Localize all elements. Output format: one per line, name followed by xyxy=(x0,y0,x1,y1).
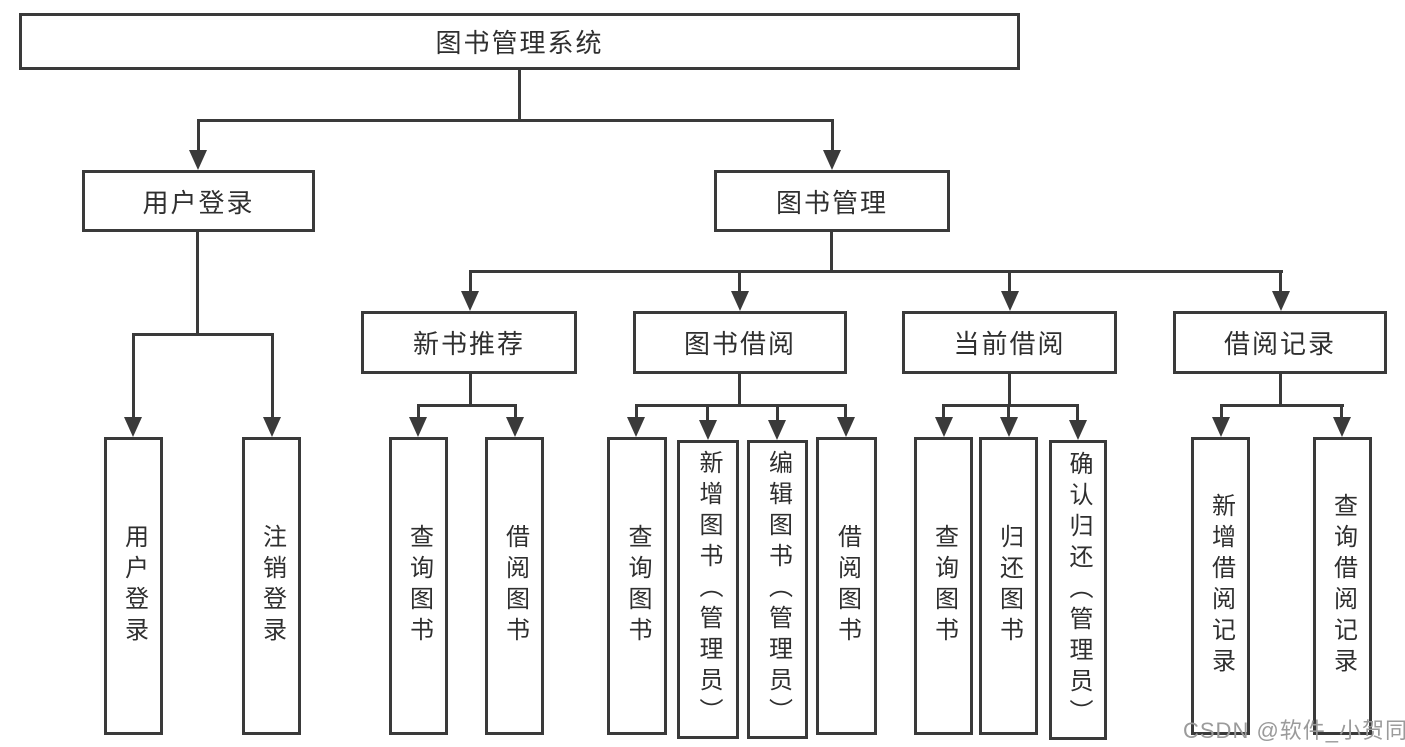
leaf-add-book-admin-label: 新增图书（管理员） xyxy=(695,450,722,729)
leaf-edit-book-admin-label: 编辑图书（管理员） xyxy=(764,450,792,729)
node-borrow-records: 借阅记录 xyxy=(1173,311,1387,374)
connector-drop-leaf xyxy=(514,404,517,419)
connector-drop-leaf xyxy=(417,404,420,419)
connector-user-login-stem xyxy=(196,232,199,335)
leaf-add-borrow-record: 新增借阅记录 xyxy=(1191,437,1250,735)
connector-borrow-records-rail xyxy=(1220,404,1344,407)
csdn-watermark: CSDN @软件_小贺同学 xyxy=(1183,718,1405,743)
connector-book-management-rail xyxy=(469,270,1283,273)
connector-drop-leaf-user-login xyxy=(132,333,135,419)
arrow-down-icon xyxy=(731,291,749,311)
connector-drop-leaf xyxy=(844,404,847,419)
connector-drop-book-borrow xyxy=(738,270,741,294)
arrow-down-icon xyxy=(1001,291,1019,311)
arrow-down-icon xyxy=(935,417,953,437)
connector-drop-leaf xyxy=(1076,404,1079,422)
connector-new-book-recommend-stem xyxy=(469,374,472,407)
leaf-confirm-return-admin-label: 确认归还（管理员） xyxy=(1065,450,1092,730)
leaf-edit-book-admin: 编辑图书（管理员） xyxy=(747,440,808,739)
arrow-down-icon xyxy=(1069,420,1087,440)
connector-drop-leaf xyxy=(635,404,638,419)
node-book-borrow: 图书借阅 xyxy=(633,311,847,374)
leaf-borrow-book-1-label: 借阅图书 xyxy=(501,524,529,648)
connector-root-rail xyxy=(197,119,834,122)
arrow-down-icon xyxy=(124,417,142,437)
leaf-query-book-3: 查询图书 xyxy=(914,437,973,735)
leaf-query-book-2: 查询图书 xyxy=(607,437,667,735)
arrow-down-icon xyxy=(263,417,281,437)
node-book-management: 图书管理 xyxy=(714,170,950,232)
leaf-query-book-3-label: 查询图书 xyxy=(930,524,958,648)
connector-current-borrow-rail xyxy=(942,404,1079,407)
leaf-logout-login: 注销登录 xyxy=(242,437,301,735)
connector-drop-leaf xyxy=(1340,404,1343,419)
connector-current-borrow-stem xyxy=(1008,374,1011,407)
connector-book-borrow-rail xyxy=(635,404,847,407)
leaf-borrow-book-2-label: 借阅图书 xyxy=(833,524,861,648)
connector-user-login-rail xyxy=(132,333,274,336)
arrow-down-icon xyxy=(1212,417,1230,437)
connector-drop-leaf xyxy=(1007,404,1010,419)
node-user-login-label: 用户登录 xyxy=(142,187,255,218)
arrow-down-icon xyxy=(1333,417,1351,437)
arrow-down-icon xyxy=(699,420,717,440)
arrow-down-icon xyxy=(1000,417,1018,437)
arrow-down-icon xyxy=(837,417,855,437)
arrow-down-icon xyxy=(461,291,479,311)
node-book-management-label: 图书管理 xyxy=(775,187,888,218)
arrow-down-icon xyxy=(823,150,841,170)
node-root: 图书管理系统 xyxy=(19,13,1020,70)
node-user-login: 用户登录 xyxy=(82,170,315,232)
arrow-down-icon xyxy=(768,420,786,440)
leaf-query-borrow-record: 查询借阅记录 xyxy=(1313,437,1372,735)
leaf-return-book-label: 归还图书 xyxy=(995,524,1023,648)
connector-drop-leaf xyxy=(706,404,709,422)
connector-borrow-records-stem xyxy=(1279,374,1282,407)
connector-root-stem xyxy=(518,70,521,122)
arrow-down-icon xyxy=(1272,291,1290,311)
leaf-query-book-2-label: 查询图书 xyxy=(624,524,651,648)
connector-new-book-recommend-rail xyxy=(417,404,517,407)
leaf-borrow-book-2: 借阅图书 xyxy=(816,437,877,735)
leaf-query-book-1: 查询图书 xyxy=(389,437,448,735)
leaf-logout-login-label: 注销登录 xyxy=(258,524,286,648)
leaf-add-borrow-record-label: 新增借阅记录 xyxy=(1207,493,1235,679)
leaf-confirm-return-admin: 确认归还（管理员） xyxy=(1049,440,1107,740)
node-root-label: 图书管理系统 xyxy=(435,28,604,58)
leaf-query-borrow-record-label: 查询借阅记录 xyxy=(1329,493,1357,679)
connector-drop-leaf-logout xyxy=(271,333,274,419)
arrow-down-icon xyxy=(506,417,524,437)
leaf-user-login-label: 用户登录 xyxy=(120,524,148,648)
connector-drop-user-login xyxy=(197,119,200,153)
leaf-borrow-book-1: 借阅图书 xyxy=(485,437,544,735)
connector-drop-current-borrow xyxy=(1008,270,1011,294)
node-current-borrow-label: 当前借阅 xyxy=(953,329,1066,359)
connector-book-management-stem xyxy=(830,232,833,273)
connector-drop-leaf xyxy=(942,404,945,419)
node-new-book-recommend: 新书推荐 xyxy=(361,311,577,374)
arrow-down-icon xyxy=(409,417,427,437)
node-borrow-records-label: 借阅记录 xyxy=(1223,329,1336,359)
connector-drop-book-management xyxy=(831,119,834,153)
node-current-borrow: 当前借阅 xyxy=(902,311,1117,374)
connector-drop-new-book-recommend xyxy=(469,270,472,294)
leaf-return-book: 归还图书 xyxy=(979,437,1038,735)
arrow-down-icon xyxy=(627,417,645,437)
connector-drop-leaf xyxy=(1220,404,1223,419)
leaf-add-book-admin: 新增图书（管理员） xyxy=(677,440,739,739)
leaf-user-login: 用户登录 xyxy=(104,437,163,735)
node-book-borrow-label: 图书借阅 xyxy=(683,329,796,359)
arrow-down-icon xyxy=(189,150,207,170)
connector-drop-borrow-records xyxy=(1279,270,1282,294)
node-new-book-recommend-label: 新书推荐 xyxy=(412,329,525,359)
connector-book-borrow-stem xyxy=(738,374,741,407)
connector-drop-leaf xyxy=(776,404,779,422)
leaf-query-book-1-label: 查询图书 xyxy=(405,524,433,648)
